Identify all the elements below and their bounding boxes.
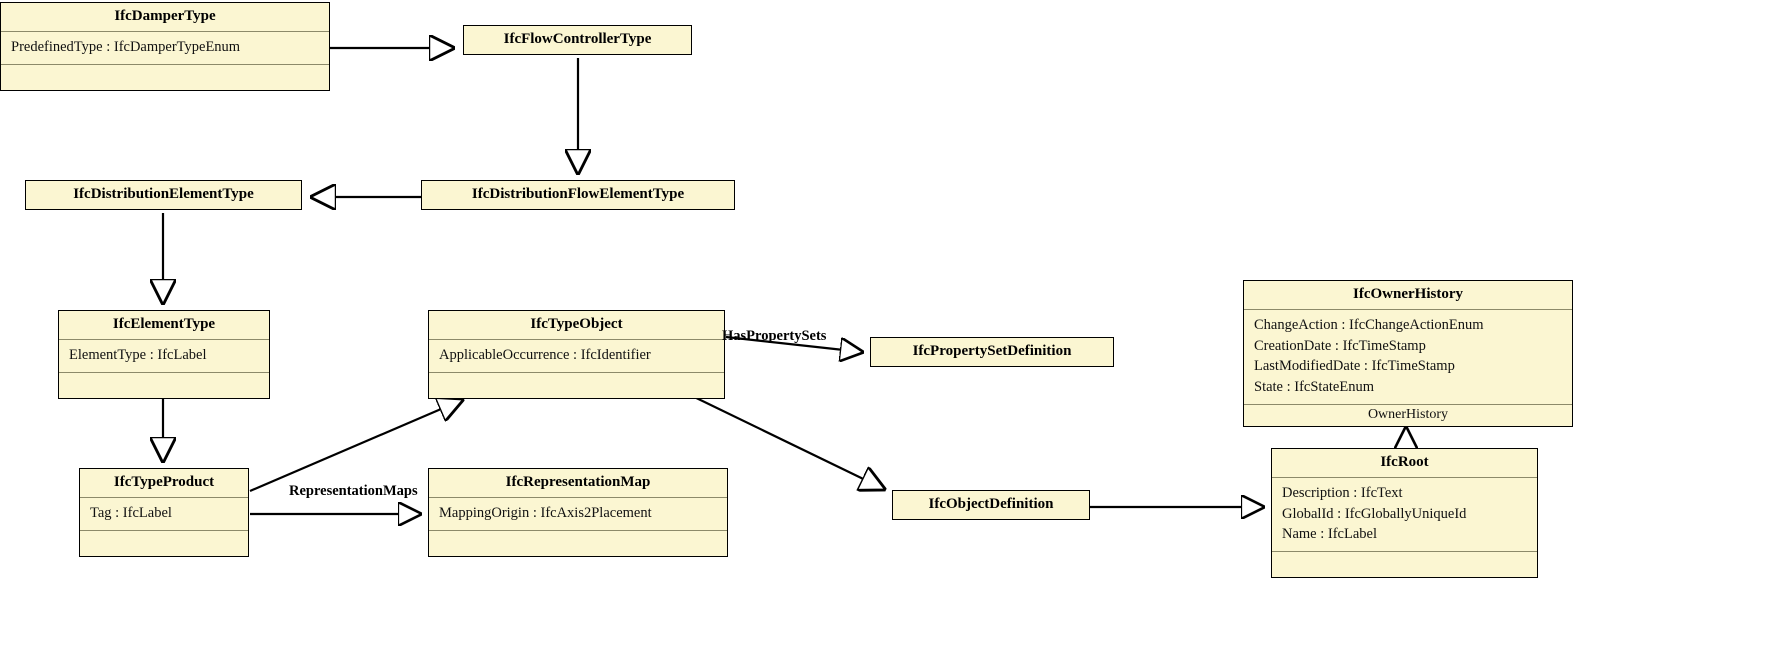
operation-compartment (429, 531, 727, 556)
class-name: IfcDistributionFlowElementType (471, 186, 685, 202)
attribute-row: MappingOrigin : IfcAxis2Placement (439, 505, 652, 522)
class-name: IfcPropertySetDefinition (912, 343, 1072, 359)
attribute-row: GlobalId : IfcGloballyUniqueId (1282, 505, 1467, 522)
attribute-compartment: ElementType : IfcLabel (59, 340, 269, 372)
compartment-divider (429, 497, 727, 499)
class-box-ifcobjectdefinition[interactable]: IfcObjectDefinition (892, 490, 1090, 521)
compartment-divider (1, 31, 329, 33)
edge-label-haspropertysets: HasPropertySets (722, 328, 827, 344)
attribute-row: LastModifiedDate : IfcTimeStamp (1254, 358, 1455, 375)
compartment-divider (1272, 477, 1537, 479)
class-name: IfcElementType (112, 316, 216, 332)
attribute-row: Tag : IfcLabel (90, 505, 172, 522)
attribute-row: CreationDate : IfcTimeStamp (1254, 337, 1426, 354)
attribute-row: ElementType : IfcLabel (69, 347, 207, 364)
attribute-row: ChangeAction : IfcChangeActionEnum (1254, 317, 1484, 334)
class-name: IfcTypeObject (530, 316, 623, 332)
compartment-divider (80, 497, 248, 499)
class-name: IfcTypeProduct (113, 474, 215, 490)
compartment-divider (429, 371, 724, 373)
class-box-ifcelementtype[interactable]: IfcElementType ElementType : IfcLabel (58, 310, 270, 399)
class-box-ifcpropertysetdefinition[interactable]: IfcPropertySetDefinition (870, 337, 1114, 368)
class-name: IfcObjectDefinition (928, 496, 1054, 512)
compartment-divider (59, 339, 269, 341)
operation-compartment (1272, 552, 1537, 577)
class-box-ifcdistributionelementtype[interactable]: IfcDistributionElementType (25, 180, 302, 211)
compartment-divider (1, 63, 329, 65)
class-box-ifcrepresentationmap[interactable]: IfcRepresentationMap MappingOrigin : Ifc… (428, 468, 728, 557)
class-name: IfcDamperType (114, 8, 216, 24)
compartment-divider (1272, 550, 1537, 552)
class-box-ifctypeobject[interactable]: IfcTypeObject ApplicableOccurrence : Ifc… (428, 310, 725, 399)
compartment-divider (1244, 403, 1572, 405)
class-name: IfcRoot (1380, 454, 1429, 470)
compartment-divider (429, 529, 727, 531)
class-box-ifcdampertype[interactable]: IfcDamperType PredefinedType : IfcDamper… (0, 2, 330, 91)
attribute-compartment: Tag : IfcLabel (80, 498, 248, 530)
class-box-ifcdistributionflowelementtype[interactable]: IfcDistributionFlowElementType (421, 180, 735, 211)
attribute-row: Name : IfcLabel (1282, 526, 1378, 543)
compartment-divider (80, 529, 248, 531)
class-box-ifctypeproduct[interactable]: IfcTypeProduct Tag : IfcLabel (79, 468, 249, 557)
operation-compartment (1, 65, 329, 90)
edge-typeobject-to-propertysetdefinition (725, 335, 862, 352)
class-box-ifcownerhistory[interactable]: IfcOwnerHistory ChangeAction : IfcChange… (1243, 280, 1573, 427)
class-box-ifcroot[interactable]: IfcRoot Description : IfcText GlobalId :… (1271, 448, 1538, 578)
attribute-compartment: PredefinedType : IfcDamperTypeEnum (1, 32, 329, 64)
class-box-ifcflowcontrollertype[interactable]: IfcFlowControllerType (463, 25, 692, 56)
class-name: IfcFlowControllerType (503, 31, 652, 47)
association-role-label: OwnerHistory (1367, 406, 1449, 422)
attribute-compartment: ApplicableOccurrence : IfcIdentifier (429, 340, 724, 372)
attribute-row: ApplicableOccurrence : IfcIdentifier (439, 347, 651, 364)
operation-compartment (59, 373, 269, 398)
attribute-compartment: Description : IfcText GlobalId : IfcGlob… (1272, 478, 1537, 551)
compartment-divider (429, 339, 724, 341)
attribute-compartment: MappingOrigin : IfcAxis2Placement (429, 498, 727, 530)
class-name: IfcOwnerHistory (1353, 286, 1463, 302)
class-name: IfcRepresentationMap (505, 474, 651, 490)
operation-compartment (429, 373, 724, 398)
edge-typeproduct-to-typeobject (249, 400, 462, 493)
class-name: IfcDistributionElementType (73, 186, 254, 202)
edge-label-representationmaps: RepresentationMaps (289, 483, 418, 499)
attribute-row: Description : IfcText (1282, 485, 1403, 502)
attribute-compartment: ChangeAction : IfcChangeActionEnum Creat… (1244, 310, 1572, 403)
operation-compartment (80, 531, 248, 556)
attribute-row: State : IfcStateEnum (1254, 378, 1374, 395)
edge-typeobject-to-objectdefinition (685, 392, 884, 489)
attribute-row: PredefinedType : IfcDamperTypeEnum (11, 39, 241, 56)
compartment-divider (1244, 309, 1572, 311)
compartment-divider (59, 371, 269, 373)
